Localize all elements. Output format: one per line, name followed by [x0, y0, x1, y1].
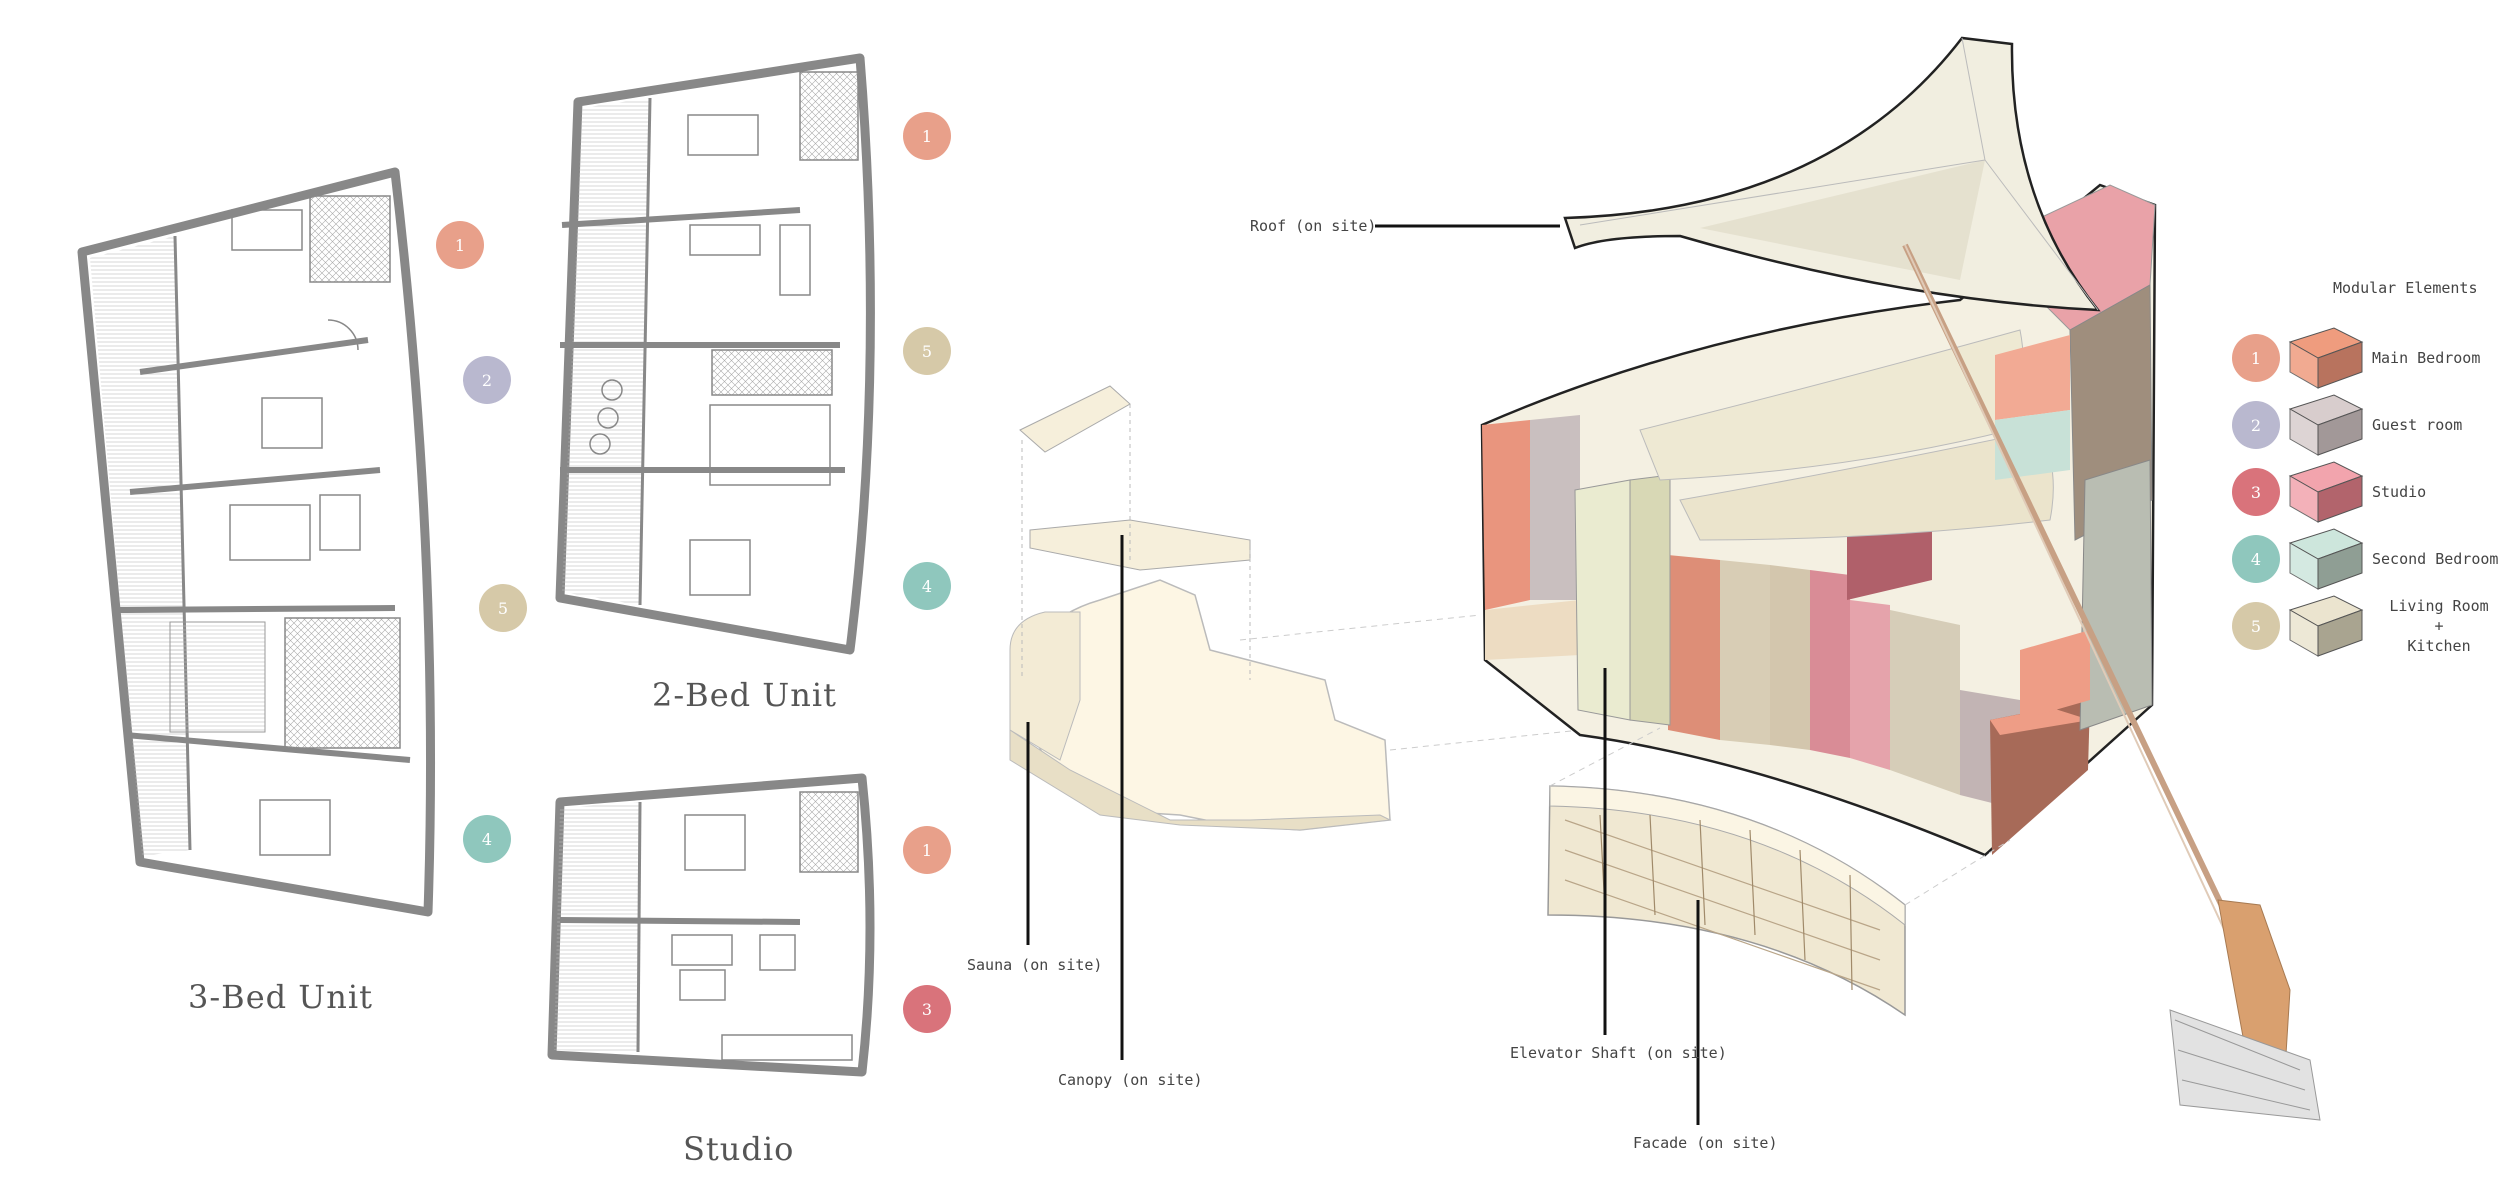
legend-badge-5: 5: [2232, 602, 2280, 650]
two-bed-badge-4: 4: [903, 562, 951, 610]
studio-badge-1: 1: [903, 826, 951, 874]
two-bed-unit-plan: [555, 53, 875, 655]
legend-title: Modular Elements: [2333, 279, 2478, 297]
sauna-label: Sauna (on site): [967, 956, 1103, 974]
facade-label: Facade (on site): [1633, 1134, 1778, 1152]
legend-label-4: Second Bedroom: [2372, 550, 2499, 568]
legend-cube-4: [2288, 528, 2364, 590]
legend-label-2: Guest room: [2372, 416, 2463, 434]
two-bed-badge-1: 1: [903, 112, 951, 160]
three-bed-badge-5: 5: [479, 584, 527, 632]
three-bed-badge-4: 4: [463, 815, 511, 863]
elevator-shaft-label: Elevator Shaft (on site): [1510, 1044, 1727, 1062]
studio-plan: [547, 773, 875, 1077]
modular-building-model: [1480, 183, 2157, 857]
legend-badge-1: 1: [2232, 334, 2280, 382]
legend-badge-4: 4: [2232, 535, 2280, 583]
crane-model: [1902, 243, 2321, 1121]
legend-label-1: Main Bedroom: [2372, 349, 2481, 367]
facade-model: [1547, 727, 2011, 1017]
legend-cube-1: [2288, 327, 2364, 389]
roof-model: [1563, 36, 2101, 312]
three-bed-badge-1: 1: [436, 221, 484, 269]
legend-badge-2: 2: [2232, 401, 2280, 449]
two-bed-unit-title: 2-Bed Unit: [652, 676, 837, 714]
three-bed-unit-plan: [77, 167, 436, 917]
three-bed-unit-title: 3-Bed Unit: [188, 978, 373, 1016]
three-bed-badge-2: 2: [463, 356, 511, 404]
legend-label-5: Living Room+Kitchen: [2389, 597, 2489, 655]
two-bed-badge-5: 5: [903, 327, 951, 375]
callout-leader-lines: [1026, 224, 1700, 1125]
legend-label-3: Studio: [2372, 483, 2427, 501]
studio-title: Studio: [683, 1130, 795, 1168]
studio-badge-3: 3: [903, 985, 951, 1033]
canopy-label: Canopy (on site): [1058, 1071, 1203, 1089]
legend-badge-3: 3: [2232, 468, 2280, 516]
legend-cube-3: [2288, 461, 2364, 523]
legend-cube-5: [2288, 595, 2364, 657]
legend-cube-2: [2288, 394, 2364, 456]
roof-label: Roof (on site): [1250, 217, 1377, 235]
legend-cubes: [2288, 327, 2364, 657]
